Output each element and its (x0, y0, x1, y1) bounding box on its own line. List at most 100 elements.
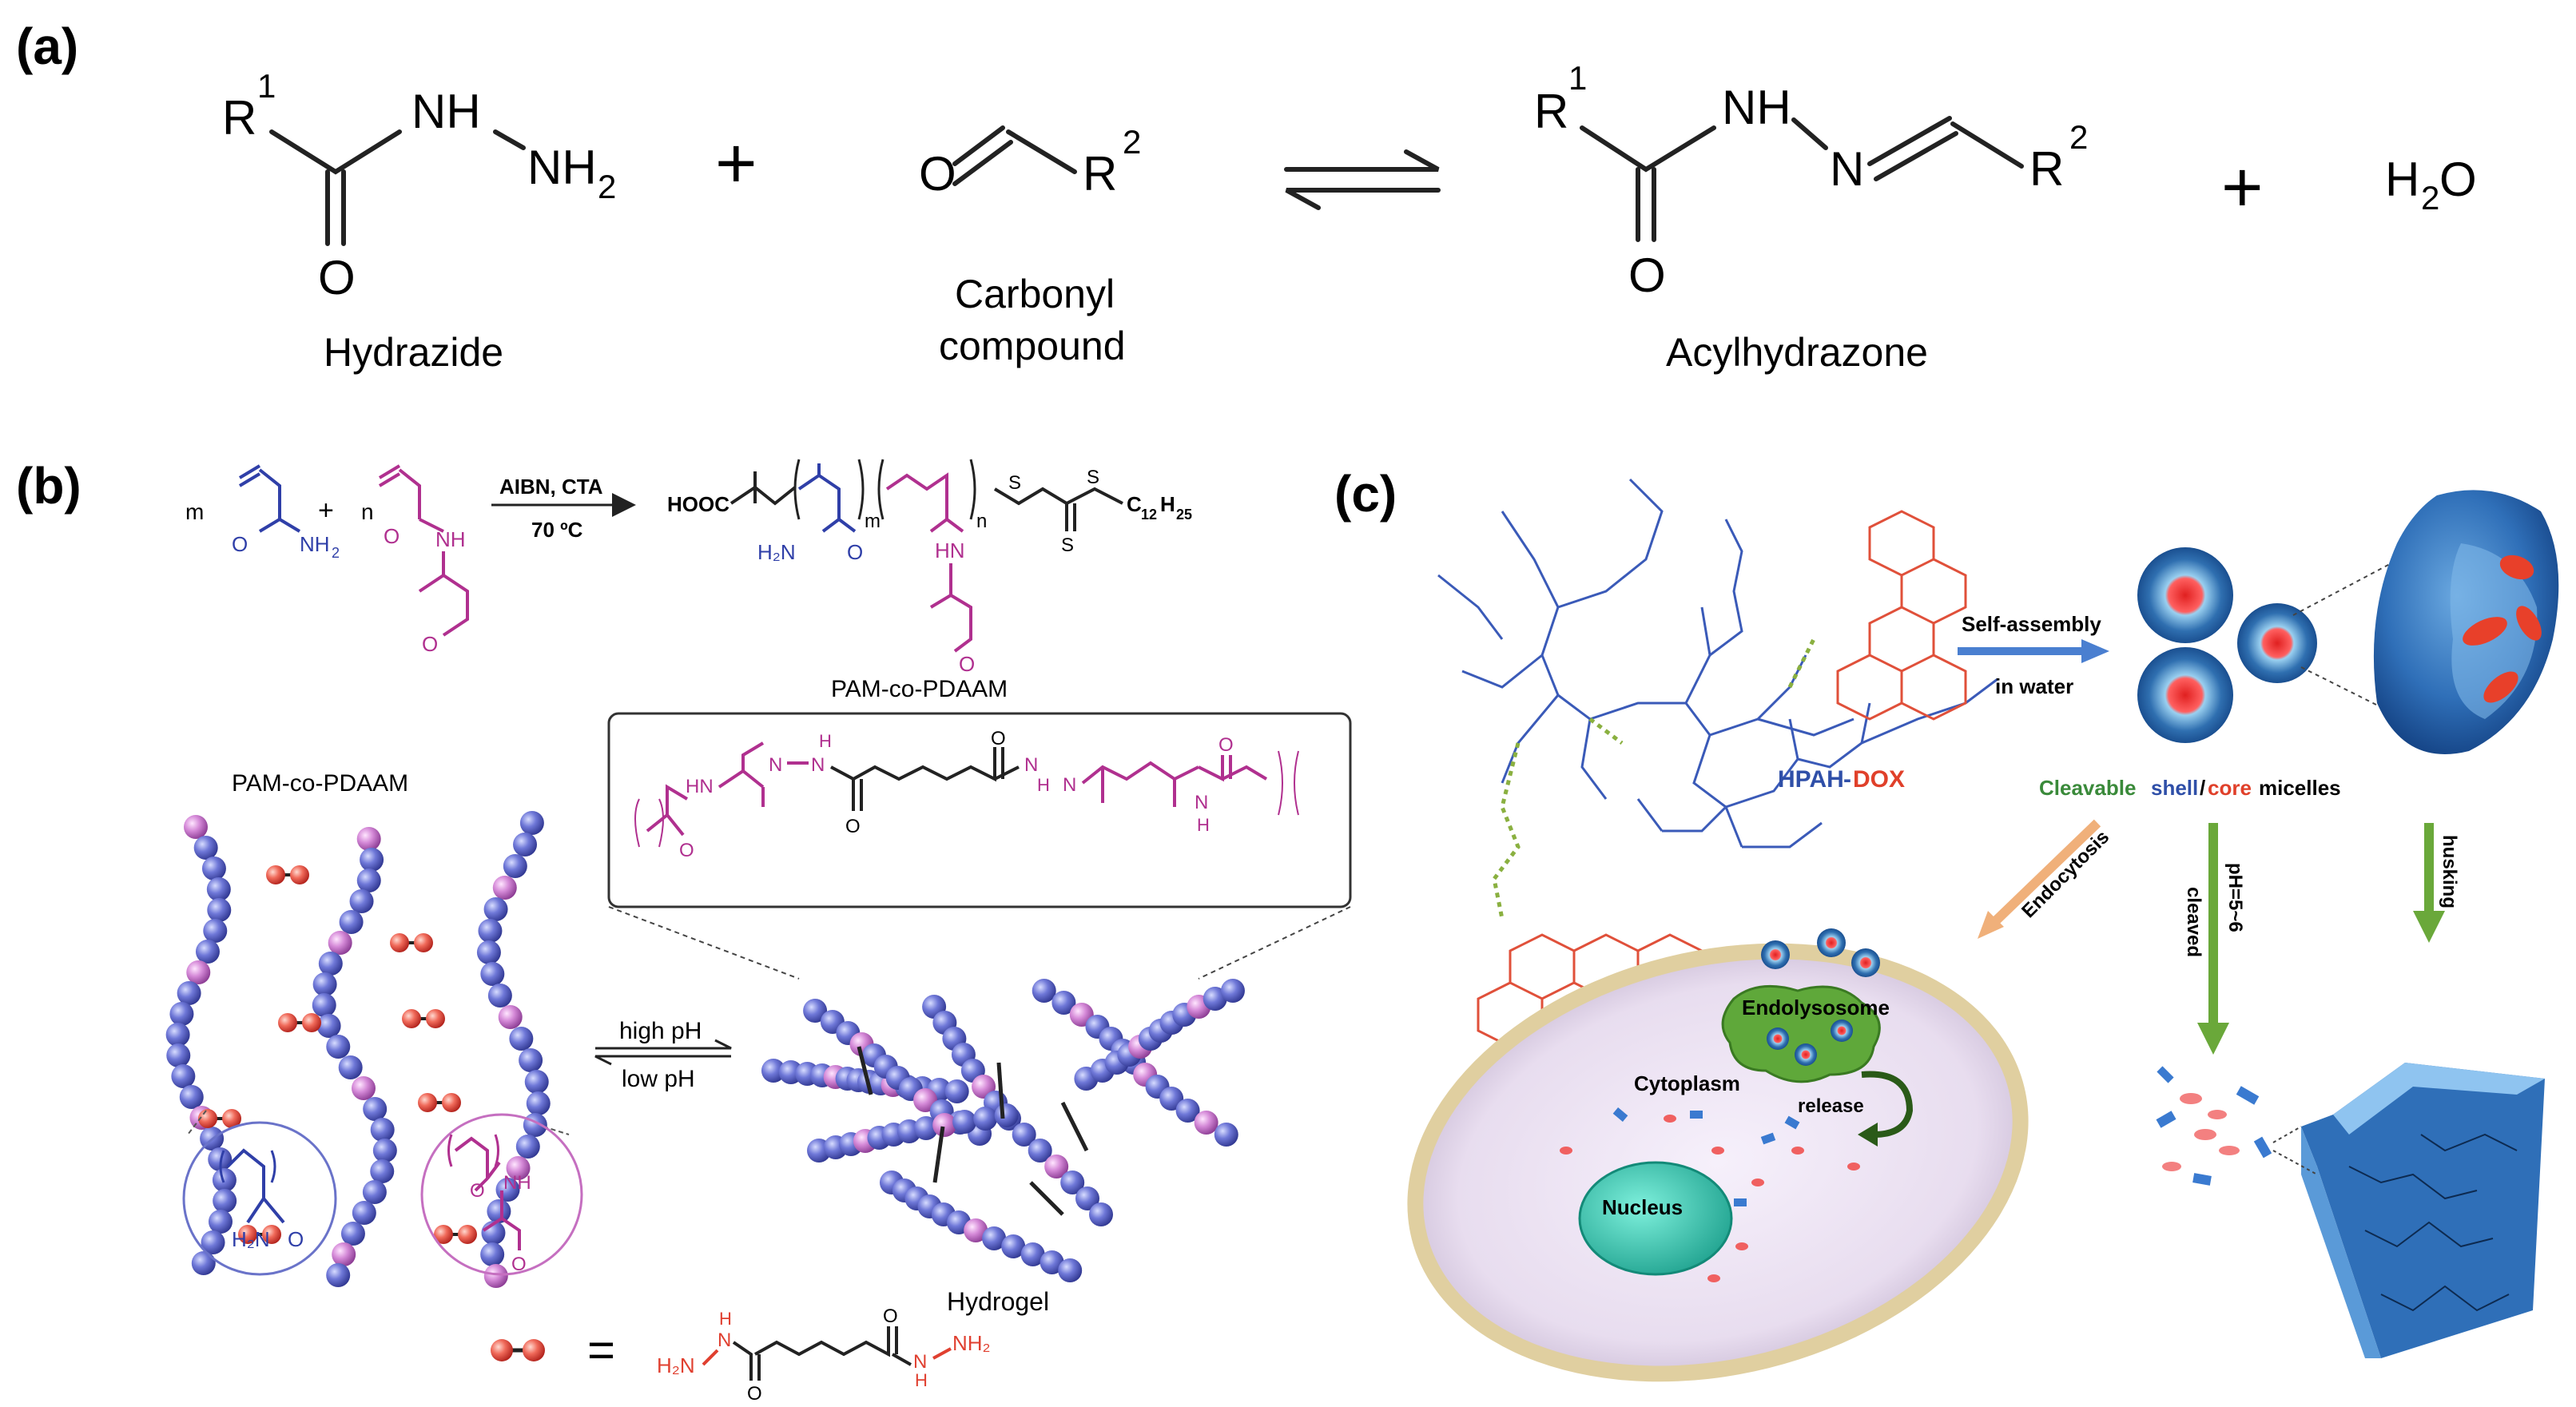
polymer-bead (515, 1135, 540, 1159)
polymer-bead (503, 854, 527, 878)
polymer-bead (513, 833, 538, 857)
polymer-c12-h: H (1160, 492, 1175, 516)
polymer-bead (487, 1199, 511, 1223)
polymer-bead (363, 1097, 388, 1121)
hpah-dash: - (1843, 766, 1851, 793)
polymer-bead (349, 889, 374, 913)
polymer-bead (519, 1048, 543, 1072)
polymer-bead (523, 1113, 547, 1137)
polymer-bead (519, 811, 544, 835)
ph-label: pH=5~6 (2224, 863, 2246, 932)
adh-h: H (719, 1309, 732, 1329)
monomer2-n: n (361, 499, 374, 524)
polymer-bead (1175, 1099, 1200, 1123)
polymer-bead (1214, 1123, 1238, 1147)
panel-b-label: (b) (16, 457, 81, 515)
cleaved-label: cleaved (2183, 887, 2204, 957)
polymer-bead (1040, 1250, 1064, 1274)
polymer-bead (1012, 1123, 1036, 1147)
polymer-bead (952, 1110, 977, 1134)
polymer-bead (191, 1251, 216, 1275)
cl-n1: N (769, 754, 782, 776)
crosslinker-bead (426, 1009, 445, 1028)
polymer-bead (982, 1226, 1007, 1250)
polymer-bead (195, 940, 220, 964)
polymer-s2: S (1087, 467, 1099, 488)
cl-o2: O (845, 816, 861, 837)
crosslinker-bead (222, 1109, 241, 1128)
polymer-bead (1194, 1111, 1218, 1135)
polymer-bead (213, 1189, 237, 1213)
polymer-bead (492, 876, 517, 900)
polymer-bead (332, 1242, 356, 1266)
ph-cleaved-arrow: cleaved pH=5~6 (2183, 823, 2246, 1055)
hpah-label: HPAH (1778, 766, 1844, 793)
hydrogel-crosslink (857, 1046, 873, 1095)
crosslinker-bead (434, 1225, 453, 1244)
crosslinker-bead (290, 865, 309, 884)
polymer-bead (171, 1064, 196, 1088)
nucleus-shape (1578, 1161, 1733, 1276)
endocytosis-arrow: Endocytosis (1978, 819, 2113, 939)
hydrazide-structure: R 1 O NH NH 2 Hydrazide (222, 67, 616, 375)
polymer-bead (312, 993, 336, 1017)
acyl-nh: NH (1722, 81, 1791, 134)
polymer-bead (370, 1118, 395, 1142)
crosslinker-bead (302, 1013, 321, 1032)
hydrogel-label: Hydrogel (947, 1287, 1049, 1316)
acylhydrazone-structure: R 1 O NH N R 2 Acylhydrazone (1534, 59, 2088, 375)
polymer-bead (340, 1222, 365, 1246)
acylhydrazone-name: Acylhydrazone (1666, 330, 1928, 375)
polymer-bead (509, 1027, 534, 1051)
acyl-r2: R (2029, 142, 2064, 196)
polymer-s1: S (1008, 472, 1021, 494)
cytoplasm-label: Cytoplasm (1634, 1071, 1740, 1095)
ph-low: low pH (622, 1066, 695, 1092)
polymer-hooc: HOOC (667, 492, 729, 516)
hydrazide-nh: NH (411, 85, 481, 138)
polymer-bead (360, 848, 384, 872)
monomer2-nh: NH (435, 527, 466, 551)
polymer-bead (973, 1107, 998, 1131)
water-o: O (2439, 153, 2477, 206)
crosslinker-bead (442, 1093, 461, 1112)
polymer-bead (326, 1035, 351, 1059)
polymer-bead (372, 1139, 397, 1163)
polymer-bead (326, 1263, 351, 1287)
panel-a-label: (a) (16, 18, 78, 75)
acyl-o: O (1628, 248, 1666, 302)
cl-o1: O (679, 840, 694, 861)
polymer-bead (212, 1168, 237, 1192)
dox-label: DOX (1853, 766, 1905, 793)
polymer-bead (483, 1264, 508, 1288)
crosslinker-bead (402, 1009, 421, 1028)
polymer-bead (914, 1116, 939, 1140)
crosslinker-bead (418, 1093, 437, 1112)
polymer-bead (1088, 1202, 1113, 1226)
polymer-bead (203, 919, 228, 943)
polymer-bead (932, 1113, 957, 1137)
carbonyl-r2-sup: 2 (1123, 123, 1141, 161)
monomer1-nh2: NH (300, 532, 330, 556)
polymer-bead (356, 868, 381, 892)
hydrazide-r1: R (222, 91, 256, 145)
polymer-bead (1051, 991, 1076, 1015)
husking-label: husking (2439, 835, 2460, 908)
micelle-micelles: micelles (2259, 776, 2341, 800)
carbonyl-structure: O R 2 Carbonyl compound (919, 123, 1141, 368)
micelle-shell: shell (2151, 776, 2198, 800)
polymer-bead (1032, 979, 1056, 1003)
polymer-bead (179, 1085, 204, 1109)
in-water-label: in water (1995, 674, 2073, 698)
cl-h1: H (819, 731, 832, 751)
polymer-bead (478, 919, 503, 943)
polymer-bead (944, 1079, 969, 1103)
self-assembly-arrow: Self-assembly in water (1958, 612, 2109, 698)
endolysosome-label: Endolysosome (1742, 996, 1890, 1019)
panel-b: (b) m O NH 2 + n O NH O AIBN, CTA 70 ºC … (16, 457, 1352, 1405)
polymer-bead (351, 1076, 376, 1100)
endocytosis-label: Endocytosis (2017, 826, 2113, 922)
polymer-bead (201, 1230, 225, 1254)
polymer-bead (207, 898, 232, 922)
polymer-bead (328, 931, 352, 955)
